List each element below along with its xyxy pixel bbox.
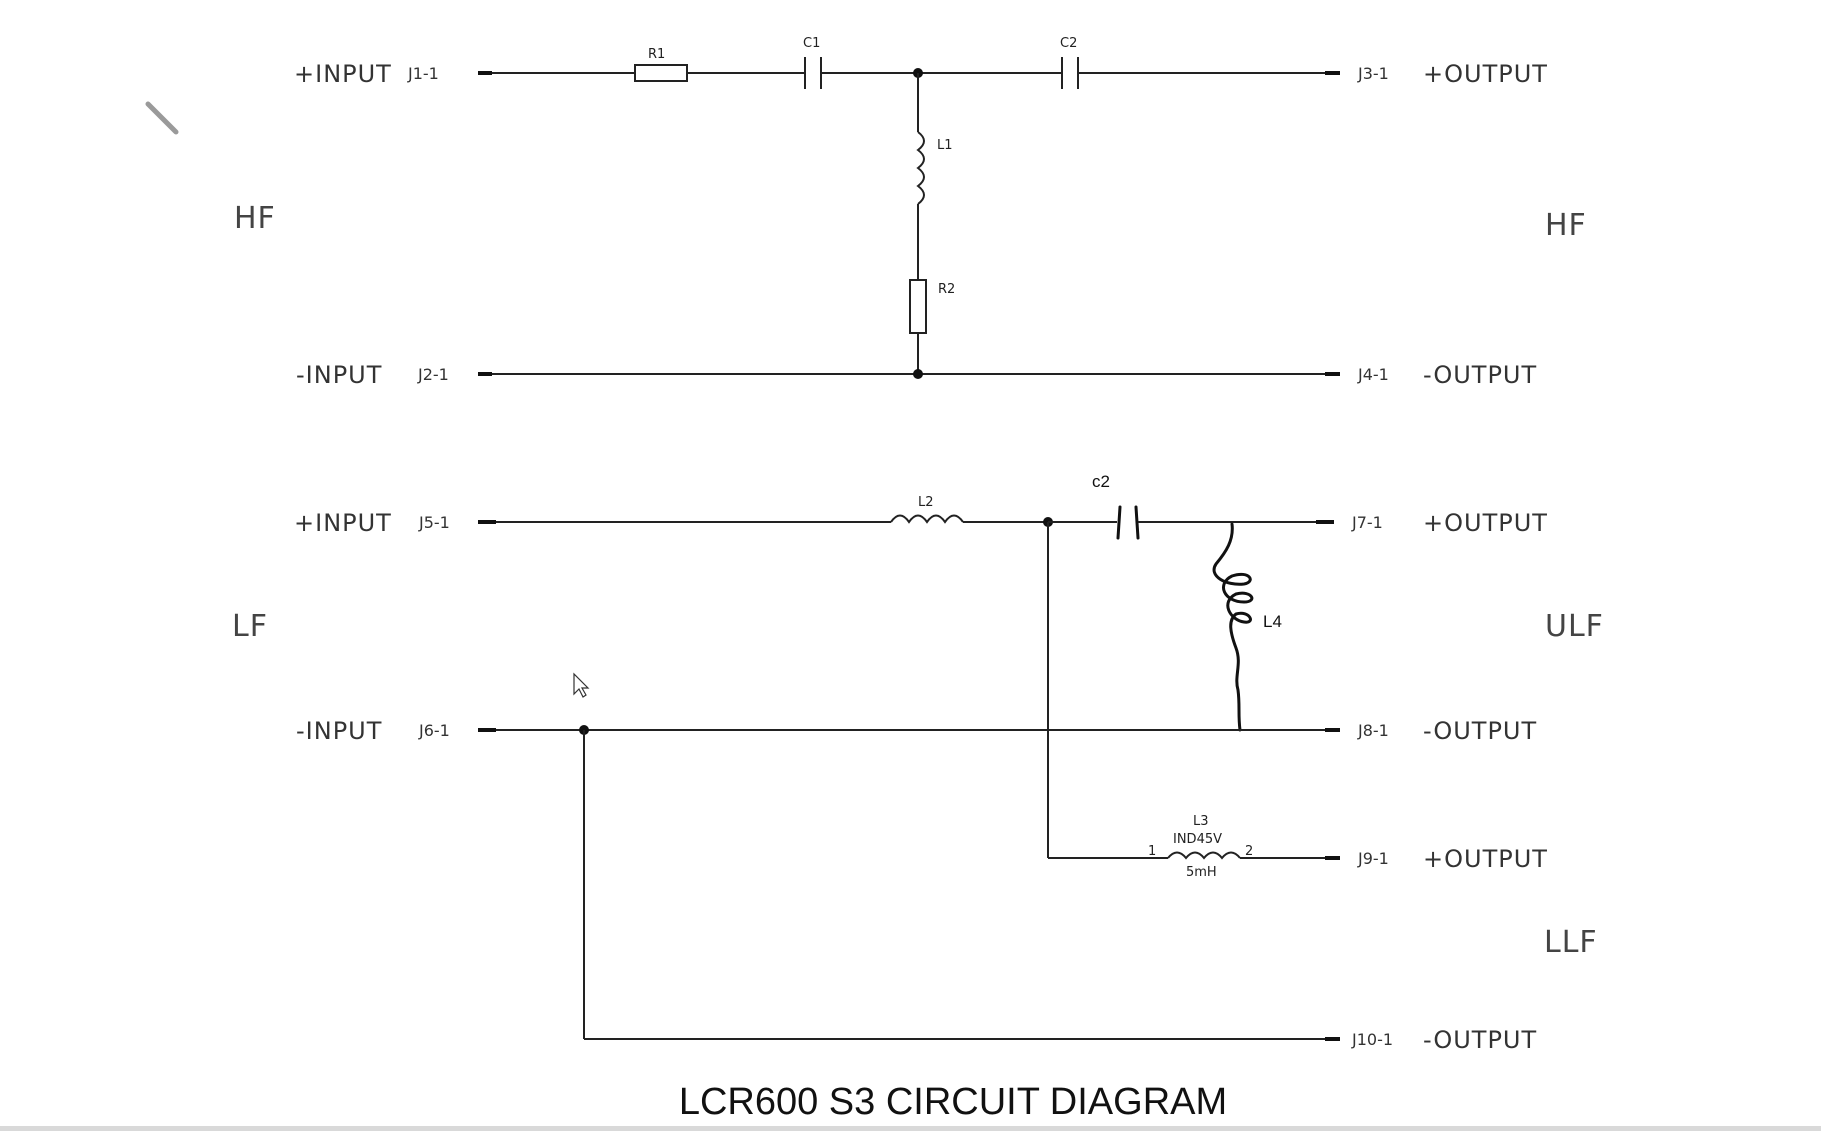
- l2-label: L2: [918, 495, 934, 510]
- llf-pos-output-label: +OUTPUT: [1423, 845, 1548, 873]
- ulf-neg-output-label: -OUTPUT: [1423, 717, 1537, 745]
- j9-label: J9-1: [1357, 849, 1389, 868]
- j3-label: J3-1: [1357, 64, 1389, 83]
- llf-neg-output-label: -OUTPUT: [1423, 1026, 1537, 1054]
- l4-inductor: [1212, 522, 1254, 732]
- j10-label: J10-1: [1351, 1030, 1393, 1049]
- l3-part-label: IND45V: [1173, 832, 1222, 847]
- c2-hand-plate-b: [1134, 505, 1140, 540]
- hf-neg-input-label: -INPUT: [296, 361, 382, 389]
- j1-label: J1-1: [407, 64, 439, 83]
- j2-label: J2-1: [417, 365, 449, 384]
- llf-right-label: LLF: [1544, 925, 1598, 960]
- lf-pos-input-label: +INPUT: [294, 509, 392, 537]
- c2-hand-plate-a: [1116, 505, 1122, 540]
- lf-section: L2 c2 L4 L3 IND45V 5mH 1 2: [478, 472, 1340, 1041]
- l3-pin1-label: 1: [1148, 844, 1156, 859]
- r2-resistor: [909, 279, 927, 334]
- r2-label: R2: [938, 282, 955, 297]
- hf-left-label: HF: [234, 201, 276, 236]
- lf-neg-input-label: -INPUT: [296, 717, 382, 745]
- diagram-title: LCR600 S3 CIRCUIT DIAGRAM: [679, 1081, 1227, 1123]
- r1-resistor: [634, 64, 688, 82]
- j6-label: J6-1: [418, 721, 450, 740]
- c1-label: C1: [803, 36, 820, 51]
- l2-inductor: [890, 514, 964, 524]
- l3-label: L3: [1193, 814, 1209, 829]
- terminal-labels: +INPUT -INPUT +INPUT -INPUT +OUTPUT -OUT…: [294, 60, 1548, 1054]
- section-labels: HF HF LF ULF LLF: [232, 201, 1604, 960]
- ulf-right-label: ULF: [1545, 609, 1604, 644]
- l1-inductor: [916, 131, 925, 205]
- l1-label: L1: [937, 138, 953, 153]
- hf-pos-input-label: +INPUT: [294, 60, 392, 88]
- c2-hand-label: c2: [1092, 472, 1110, 491]
- l3-value-label: 5mH: [1186, 865, 1217, 880]
- hf-right-label: HF: [1545, 208, 1587, 243]
- ulf-pos-output-label: +OUTPUT: [1423, 509, 1548, 537]
- j5-label: J5-1: [418, 513, 450, 532]
- j4-label: J4-1: [1357, 365, 1389, 384]
- hf-section: R1 C1 C2 L1 R2: [478, 36, 1340, 379]
- hf-pos-output-label: +OUTPUT: [1423, 60, 1548, 88]
- hf-bottom-junction: [913, 369, 923, 379]
- hf-neg-output-label: -OUTPUT: [1423, 361, 1537, 389]
- j8-label: J8-1: [1357, 721, 1389, 740]
- r1-label: R1: [648, 47, 665, 62]
- c2-label: C2: [1060, 36, 1077, 51]
- bottom-edge-bar: [0, 1126, 1821, 1131]
- mouse-cursor-icon: [573, 672, 590, 698]
- connector-labels: J1-1 J2-1 J5-1 J6-1 J3-1 J4-1 J7-1 J8-1 …: [407, 64, 1393, 1049]
- j7-label: J7-1: [1351, 513, 1383, 532]
- lf-left-label: LF: [232, 609, 268, 644]
- pen-icon: [145, 101, 179, 135]
- l4-label: L4: [1263, 612, 1282, 631]
- l3-inductor: [1167, 851, 1241, 860]
- l3-pin2-label: 2: [1245, 844, 1253, 859]
